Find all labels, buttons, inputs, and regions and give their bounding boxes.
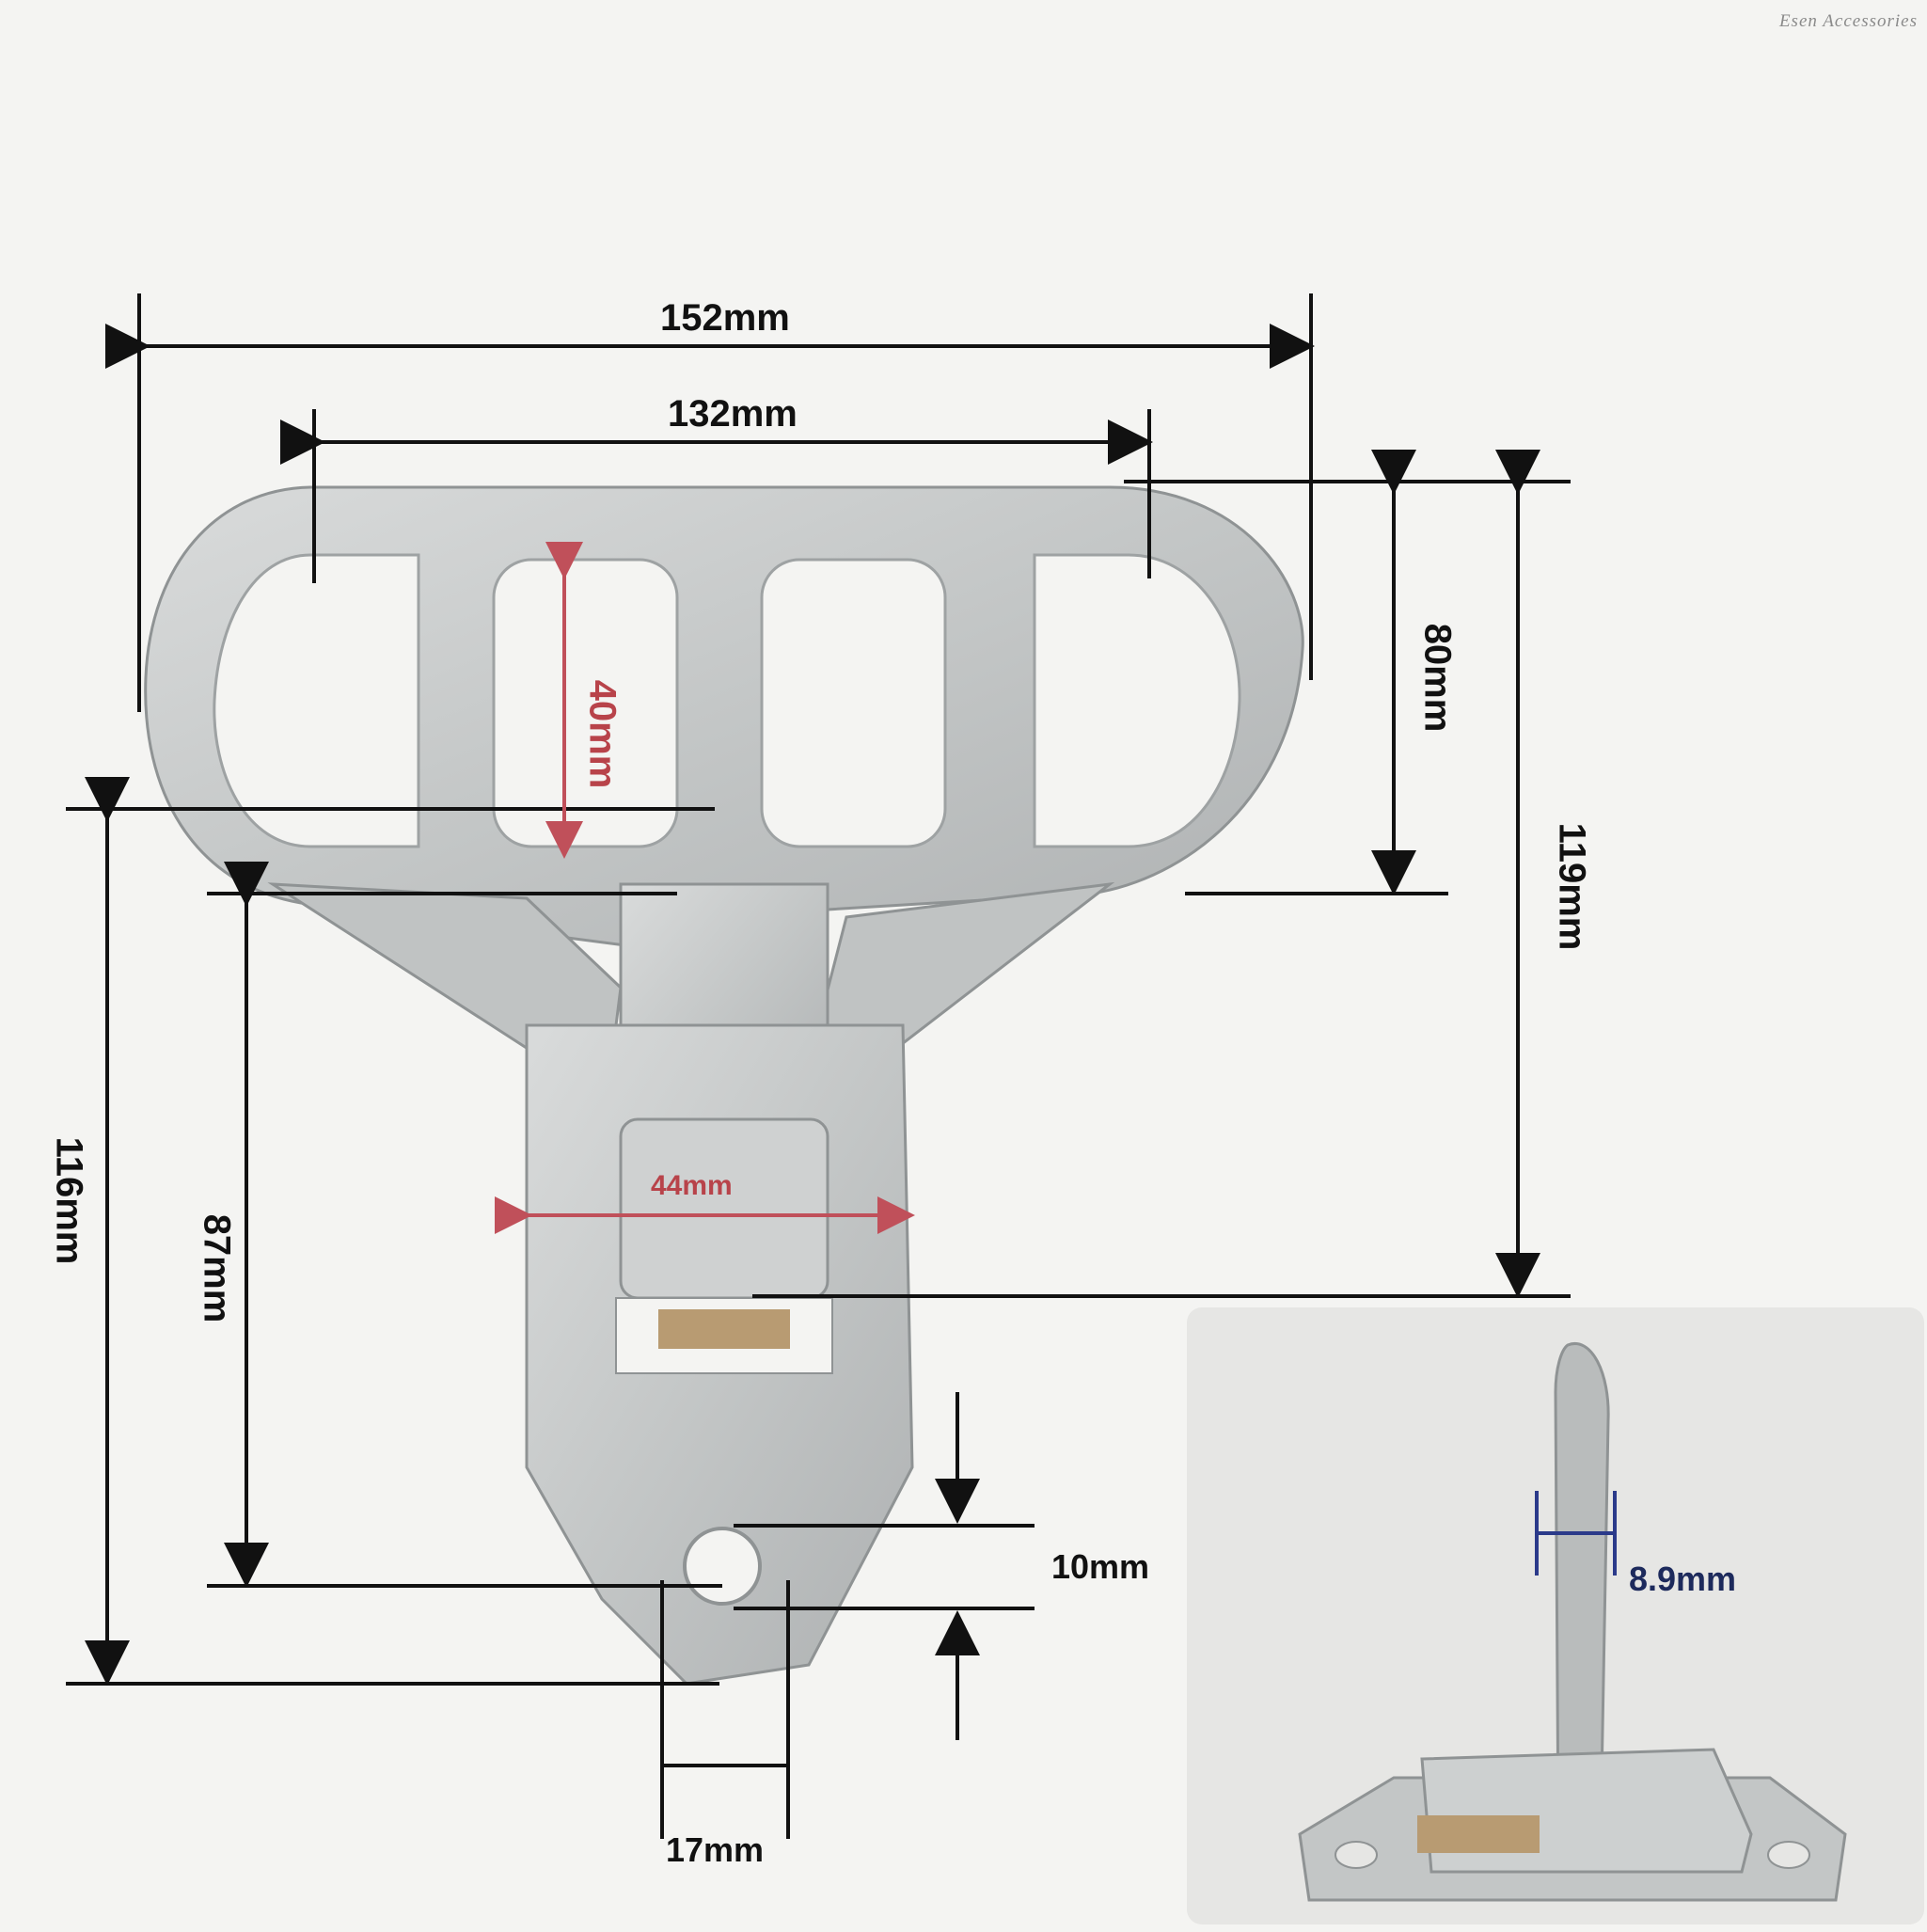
brass-plate <box>658 1309 790 1349</box>
slot-1 <box>213 553 420 848</box>
side-view-inset <box>1187 1307 1924 1924</box>
watermark: Esen Accessories <box>1778 11 1918 31</box>
label-thickness: 8.9mm <box>1629 1560 1737 1598</box>
label-overall-width: 152mm <box>660 297 790 339</box>
thickness-marker <box>1535 1491 1617 1576</box>
mount-hole <box>683 1527 762 1606</box>
label-slot-height: 40mm <box>581 679 624 789</box>
label-total-height: 116mm <box>48 1136 90 1265</box>
label-top-to-hinge: 119mm <box>1551 822 1593 951</box>
side-block <box>1420 1748 1753 1874</box>
latch-body <box>144 485 1304 1686</box>
label-slot-span: 132mm <box>668 393 798 435</box>
label-hole-spacing: 10mm <box>1051 1547 1150 1586</box>
side-brass <box>1417 1815 1540 1853</box>
side-view-svg <box>1298 1342 1847 1902</box>
slot-4 <box>1033 553 1241 848</box>
slot-3 <box>760 558 947 848</box>
label-base-width: 17mm <box>666 1830 765 1869</box>
side-hole-right <box>1767 1841 1810 1869</box>
label-hinge-to-hole: 87mm <box>196 1213 238 1323</box>
dimension-lines <box>66 293 1571 1839</box>
label-loop-height: 80mm <box>1416 623 1459 733</box>
slot-2 <box>492 558 679 848</box>
label-hinge-width: 44mm <box>651 1170 733 1201</box>
red-annotations <box>495 542 915 1234</box>
side-hole-left <box>1335 1841 1378 1869</box>
side-loop <box>1554 1342 1610 1836</box>
hinge-knuckle <box>619 1117 829 1300</box>
